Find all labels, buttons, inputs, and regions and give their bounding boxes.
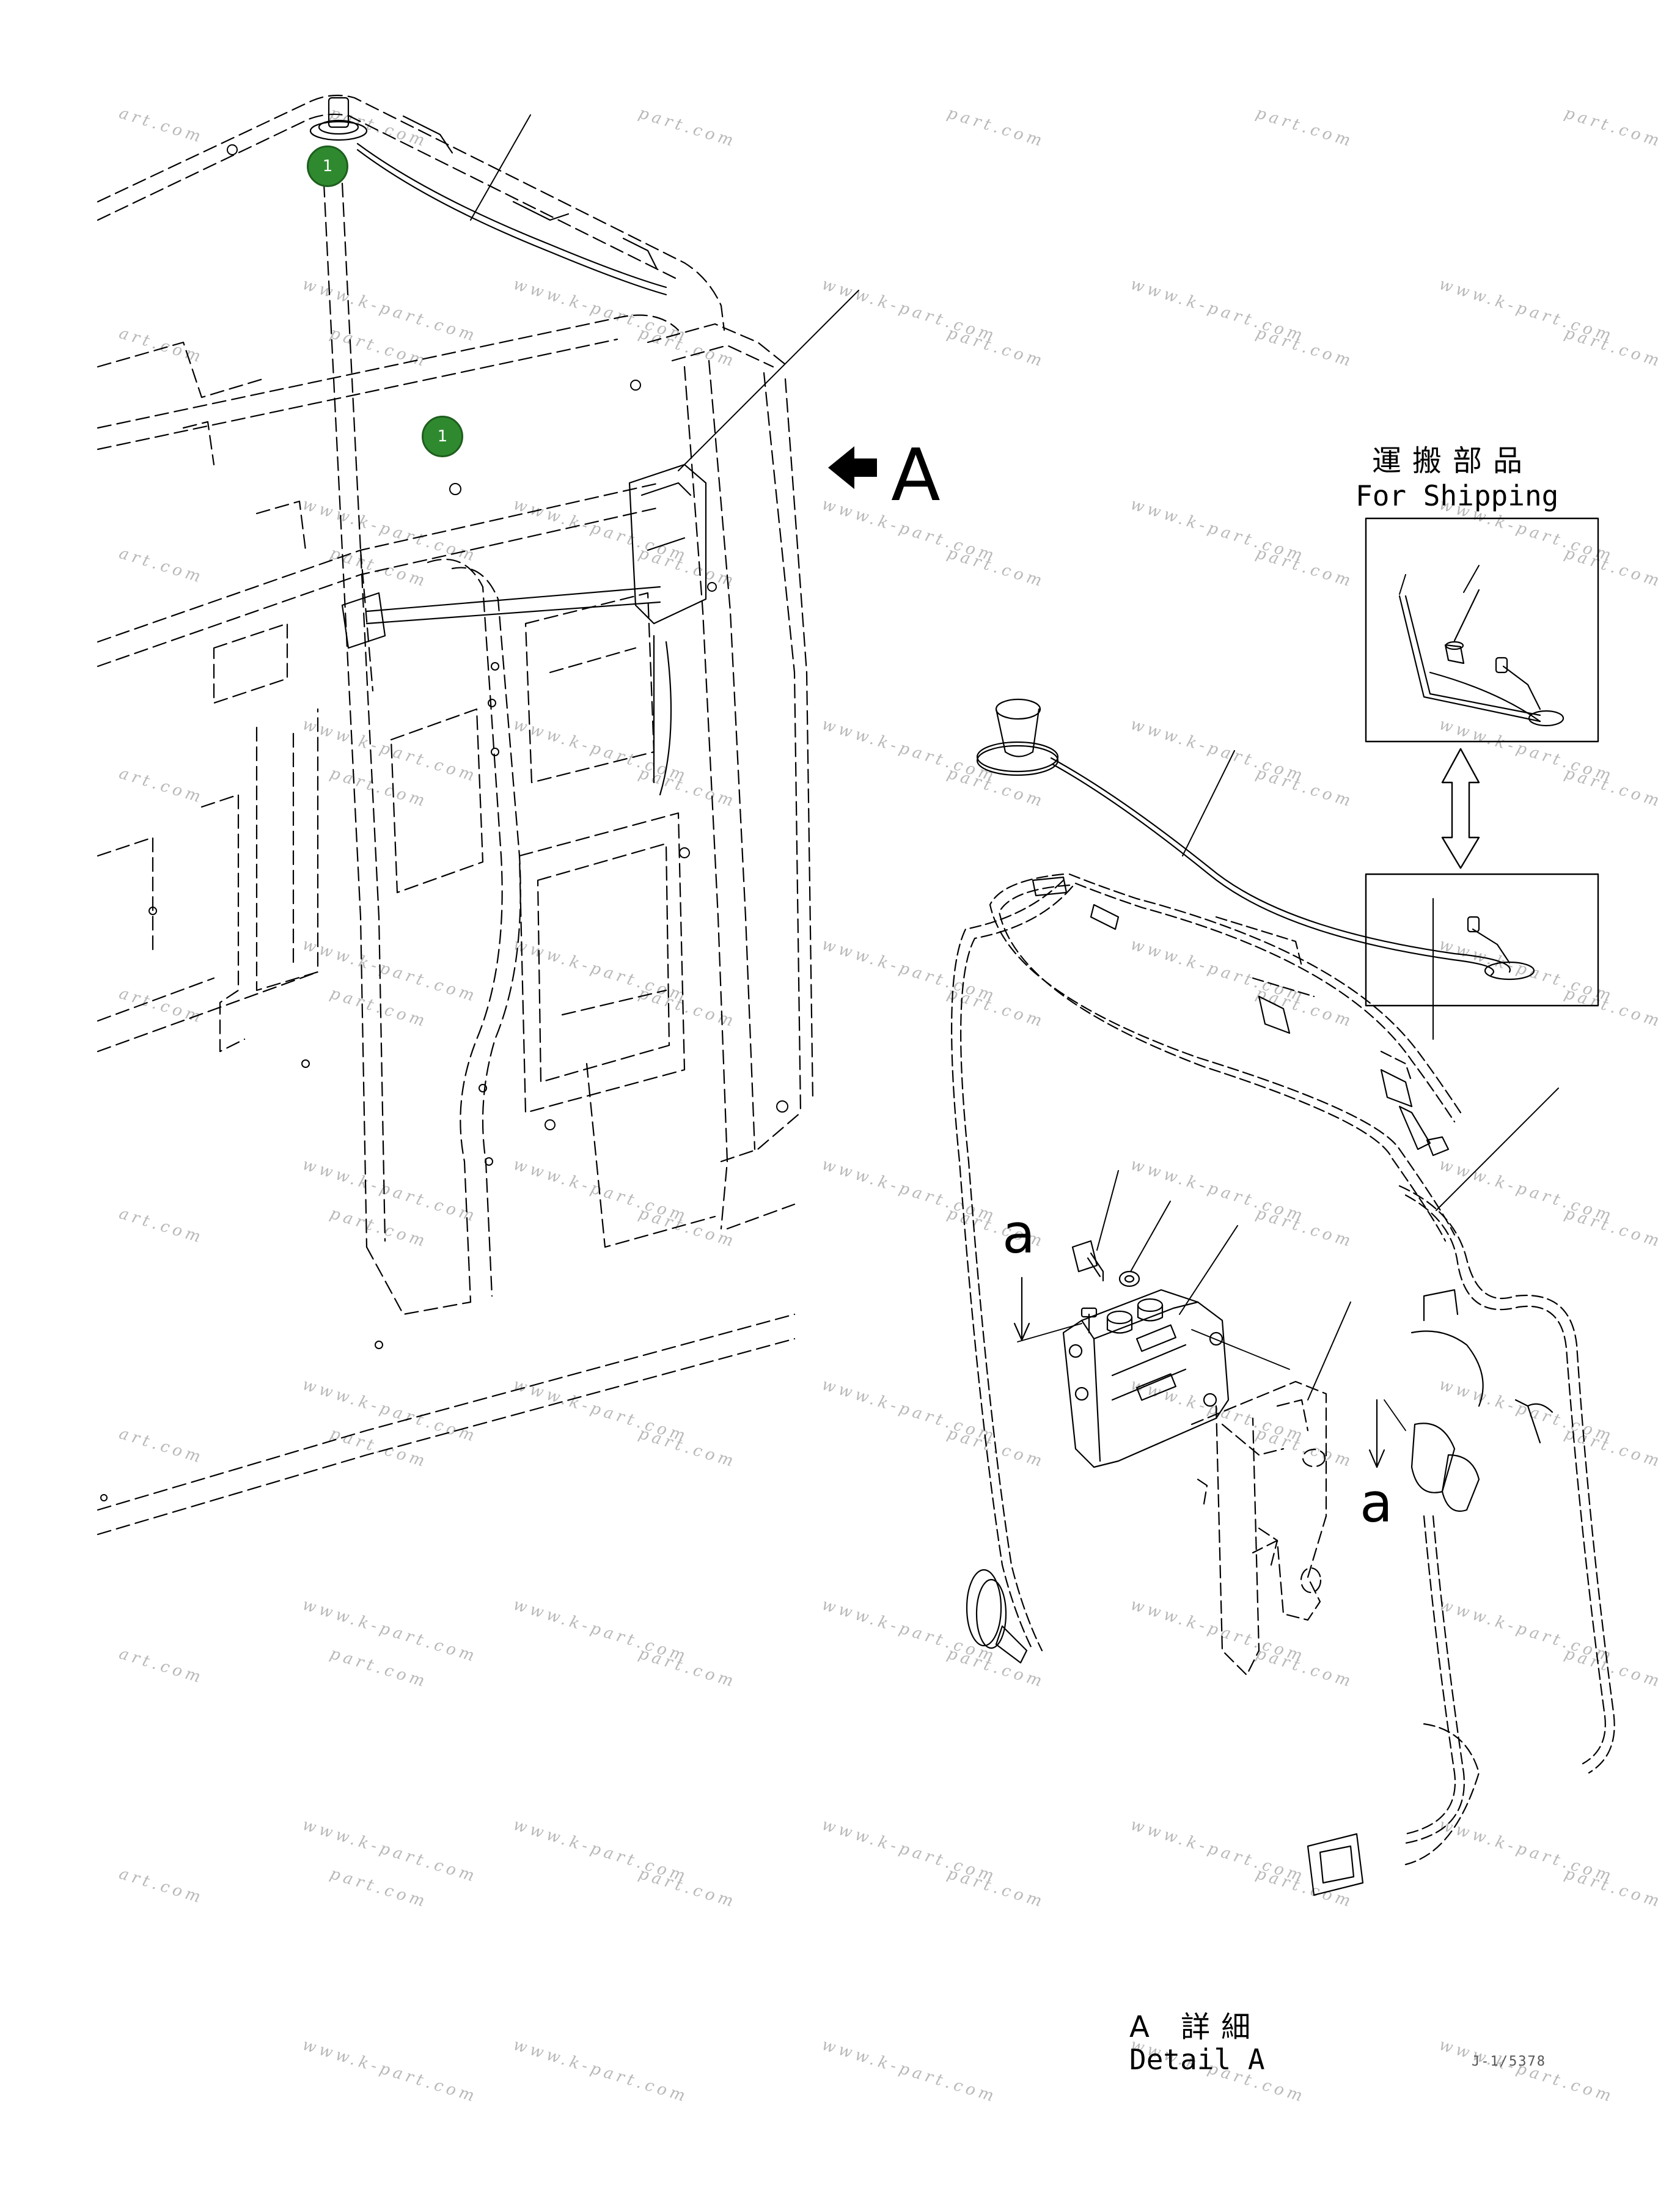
installed-controller [341, 463, 707, 796]
shipping-label-ja: 運搬部品 [1372, 444, 1534, 478]
shipping-cap-cable [1398, 589, 1564, 727]
callout-badge-1-controller[interactable]: 1 [422, 416, 463, 457]
mount-marker-a-right: a [1360, 1471, 1393, 1534]
detail-bolt-washer [1071, 1240, 1140, 1287]
roof-antenna [309, 97, 667, 296]
view-label: A [891, 433, 941, 517]
detail-bracket [1190, 1380, 1327, 1676]
leader-lines-left [470, 114, 859, 471]
shipping-frames [1365, 517, 1599, 1007]
detail-controller [1062, 1289, 1230, 1468]
wire-harness [951, 873, 1615, 1866]
leader-lines-right [1096, 565, 1559, 1401]
mount-arrows [1013, 1276, 1385, 1468]
detail-label-ja: A 詳細 [1129, 2010, 1262, 2044]
drawing-code: J-1/5378 [1472, 2054, 1546, 2069]
mount-guides [1017, 1323, 1406, 1431]
callout-badge-1-antenna[interactable]: 1 [307, 145, 348, 187]
detail-antenna [976, 698, 1535, 981]
detail-label-en: Detail A [1129, 2043, 1265, 2076]
harness-connectors [966, 876, 1553, 1896]
shipping-double-arrow [1441, 748, 1480, 869]
structure-holes [100, 144, 788, 1501]
cab-structure [97, 94, 814, 1536]
shipping-label-en: For Shipping [1355, 479, 1559, 512]
mount-marker-a-left: a [1002, 1202, 1035, 1265]
view-arrow-a [828, 446, 877, 489]
